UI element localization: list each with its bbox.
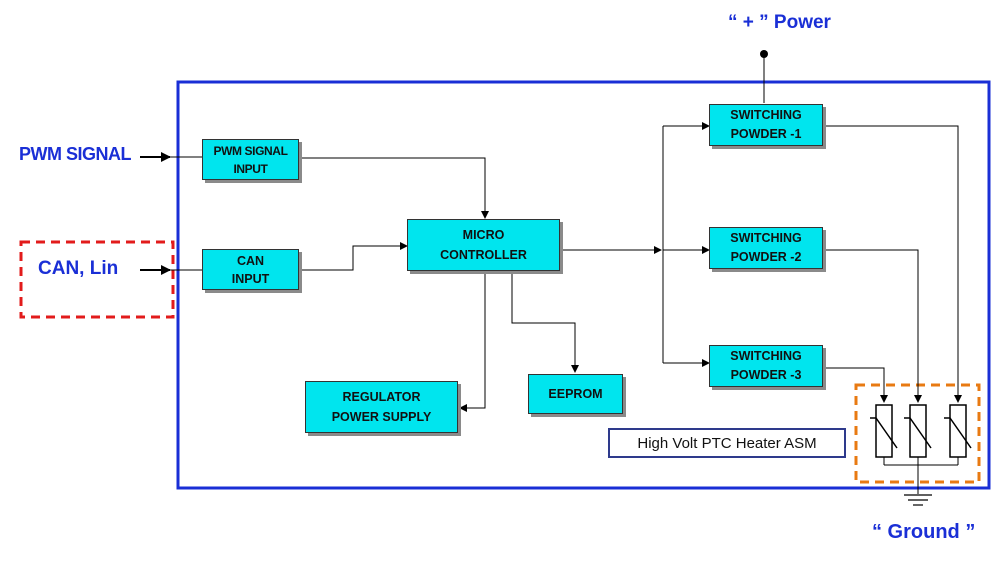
switching-powder-2-block: SWITCHING POWDER -2 [709,227,823,269]
eeprom-block: EEPROM [528,374,623,414]
micro-controller-block: MICRO CONTROLLER [407,219,560,271]
pwm-signal-input-block: PWM SIGNAL INPUT [202,139,299,180]
mcu-to-regulator-connector [459,272,486,412]
switching-powder-3-block: SWITCHING POWDER -3 [709,345,823,387]
ptc-heater-element-3 [944,404,972,458]
can-input-block: CAN INPUT [202,249,299,290]
sw3-to-heater1-connector [824,367,888,403]
sw1-to-heater3-connector [824,125,962,403]
heater-assembly-caption: High Volt PTC Heater ASM [608,428,846,458]
mcu-to-eeprom-connector [511,272,579,373]
switching-powder-1-block: SWITCHING POWDER -1 [709,104,823,146]
power-label: “ + ” Power [728,12,831,33]
ptc-heater-element-2 [904,404,932,458]
ground-symbol-icon [904,494,932,506]
can-lin-dashed-box [19,240,175,319]
regulator-power-supply-block: REGULATOR POWER SUPPLY [305,381,458,433]
heater-common-wiring [883,457,959,494]
can-lin-label: CAN, Lin [38,258,119,279]
sw2-to-heater2-connector [824,249,922,403]
can-to-mcu-connector [300,242,408,271]
module-frame [176,80,991,490]
ptc-heater-element-1 [870,404,898,458]
pwm-to-mcu-connector [300,157,489,219]
pwm-signal-label: PWM SIGNAL [19,144,132,164]
ground-label: “ Ground ” [872,521,976,543]
